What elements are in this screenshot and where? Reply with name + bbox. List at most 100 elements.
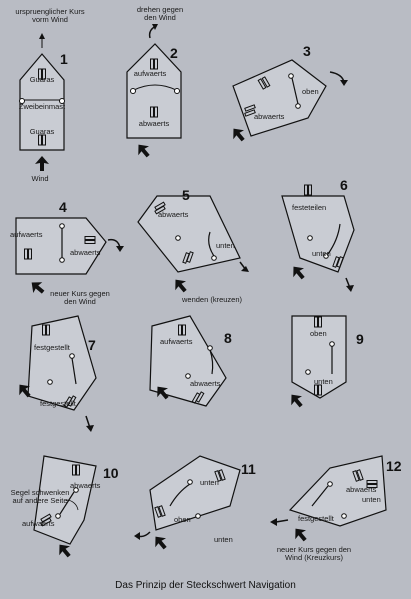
- mast-circle-icon: [73, 487, 79, 493]
- label-guaras-top: Guaras: [29, 75, 55, 84]
- label-down: abwaerts: [254, 112, 285, 121]
- step-number: 11: [241, 461, 256, 477]
- mast-circle-icon: [185, 373, 191, 379]
- label-down: abwaerts: [70, 481, 101, 490]
- step-7-raft: [14, 315, 97, 432]
- turn-arrow-icon: [241, 266, 249, 272]
- label-original-course: urspruenglicher Kurs vorm Wind: [15, 7, 85, 24]
- step-number: 4: [59, 199, 67, 215]
- label-bottom: unten: [312, 249, 331, 258]
- label-turn-into-wind: drehen gegen den Wind: [136, 5, 184, 22]
- leeboard-slot-icon: [308, 184, 312, 196]
- course-arrow-icon: [86, 425, 94, 432]
- mast-circle-icon: [174, 88, 180, 94]
- label-down: abwaerts: [138, 119, 170, 128]
- label-up: aufwaerts: [22, 519, 55, 528]
- step-number: 3: [303, 43, 311, 59]
- wind-arrow-icon: [150, 532, 171, 553]
- label-wind: Wind: [31, 174, 49, 183]
- mast-circle-icon: [207, 345, 213, 351]
- label-up: aufwaerts: [10, 230, 43, 239]
- label-down: abwaerts: [70, 248, 101, 257]
- mast-circle-icon: [47, 379, 53, 385]
- mast-circle-icon: [59, 98, 65, 104]
- course-arrow-icon: [346, 285, 354, 292]
- label-new-tack-course: neuer Kurs gegen den Wind (Kreuzkurs): [276, 545, 352, 562]
- mast-circle-icon: [329, 341, 335, 347]
- wind-arrow-icon: [133, 140, 154, 161]
- mast-circle-icon: [288, 73, 294, 79]
- mast-circle-icon: [19, 98, 25, 104]
- step-2-raft: [126, 24, 182, 161]
- mast-circle-icon: [59, 257, 65, 263]
- label-guaras-bottom: Guaras: [29, 127, 55, 136]
- course-arrow-icon: [134, 532, 140, 540]
- mast-circle-icon: [69, 353, 75, 359]
- label-top: oben: [302, 87, 319, 96]
- wind-arrow-icon: [35, 156, 49, 171]
- label-down: abwaerts: [158, 210, 189, 219]
- label-bottom: unten: [216, 241, 235, 250]
- label-bottom: unten: [314, 377, 333, 386]
- label-tacking: wenden (kreuzen): [181, 295, 243, 304]
- course-arrow-icon: [270, 518, 277, 526]
- wind-arrow-icon: [170, 275, 191, 296]
- label-bottom: unten: [362, 495, 381, 504]
- step-6-raft: [281, 184, 355, 292]
- step-4-raft: [15, 217, 124, 298]
- step-11-raft: [134, 455, 241, 553]
- wind-arrow-icon: [54, 540, 75, 561]
- mast-circle-icon: [175, 235, 181, 241]
- label-swing-sail: Segel schwenken auf andere Seite: [10, 488, 70, 505]
- step-number: 5: [182, 187, 190, 203]
- step-3-raft: [228, 59, 348, 145]
- label-top: oben: [174, 515, 191, 524]
- label-up: aufwaerts: [133, 69, 167, 78]
- step-number: 1: [60, 51, 68, 67]
- mast-circle-icon: [211, 255, 217, 261]
- step-number: 12: [386, 458, 402, 474]
- label-fixed-top: festgestellt: [34, 343, 70, 352]
- step-9-raft: [286, 315, 347, 411]
- label-down: abwaerts: [346, 485, 377, 494]
- mast-circle-icon: [327, 481, 333, 487]
- label-fixed: festeteilen: [292, 203, 327, 212]
- step-1-raft: [19, 33, 65, 171]
- mast-circle-icon: [195, 513, 201, 519]
- mast-circle-icon: [55, 513, 61, 519]
- wind-arrow-icon: [286, 390, 307, 411]
- mast-circle-icon: [130, 88, 136, 94]
- mast-circle-icon: [187, 479, 193, 485]
- step-12-raft: [270, 455, 387, 545]
- label-bottom-top: unten: [200, 478, 219, 487]
- label-bipod-mast: Zweibeinmast: [18, 102, 66, 111]
- label-fixed: festgestellt: [298, 514, 334, 523]
- mast-circle-icon: [341, 513, 347, 519]
- step-number: 8: [224, 330, 232, 346]
- label-up: aufwaerts: [160, 337, 193, 346]
- step-5-raft: [137, 195, 249, 296]
- course-arrow-icon: [39, 33, 45, 39]
- step-number: 10: [103, 465, 119, 481]
- label-top: oben: [310, 329, 327, 338]
- step-number: 9: [356, 331, 364, 347]
- mast-circle-icon: [295, 103, 301, 109]
- wind-arrow-icon: [290, 524, 311, 545]
- mast-circle-icon: [305, 369, 311, 375]
- turn-arrow-icon: [340, 80, 348, 86]
- label-bottom: unten: [214, 535, 233, 544]
- figure-caption: Das Prinzip der Steckschwert Navigation: [115, 580, 296, 591]
- mast-circle-icon: [59, 223, 65, 229]
- mast-circle-icon: [323, 253, 329, 259]
- wind-arrow-icon: [288, 262, 309, 283]
- mast-circle-icon: [307, 235, 313, 241]
- label-down: abwaerts: [190, 379, 221, 388]
- step-number: 6: [340, 177, 348, 193]
- step-number: 7: [88, 337, 96, 353]
- turn-arrow-icon: [116, 246, 124, 252]
- leeboard-slot-icon: [304, 184, 308, 196]
- label-fixed-bottom: festgestellt: [40, 399, 76, 408]
- label-new-course: neuer Kurs gegen den Wind: [50, 289, 110, 306]
- wind-arrow-icon: [228, 124, 249, 145]
